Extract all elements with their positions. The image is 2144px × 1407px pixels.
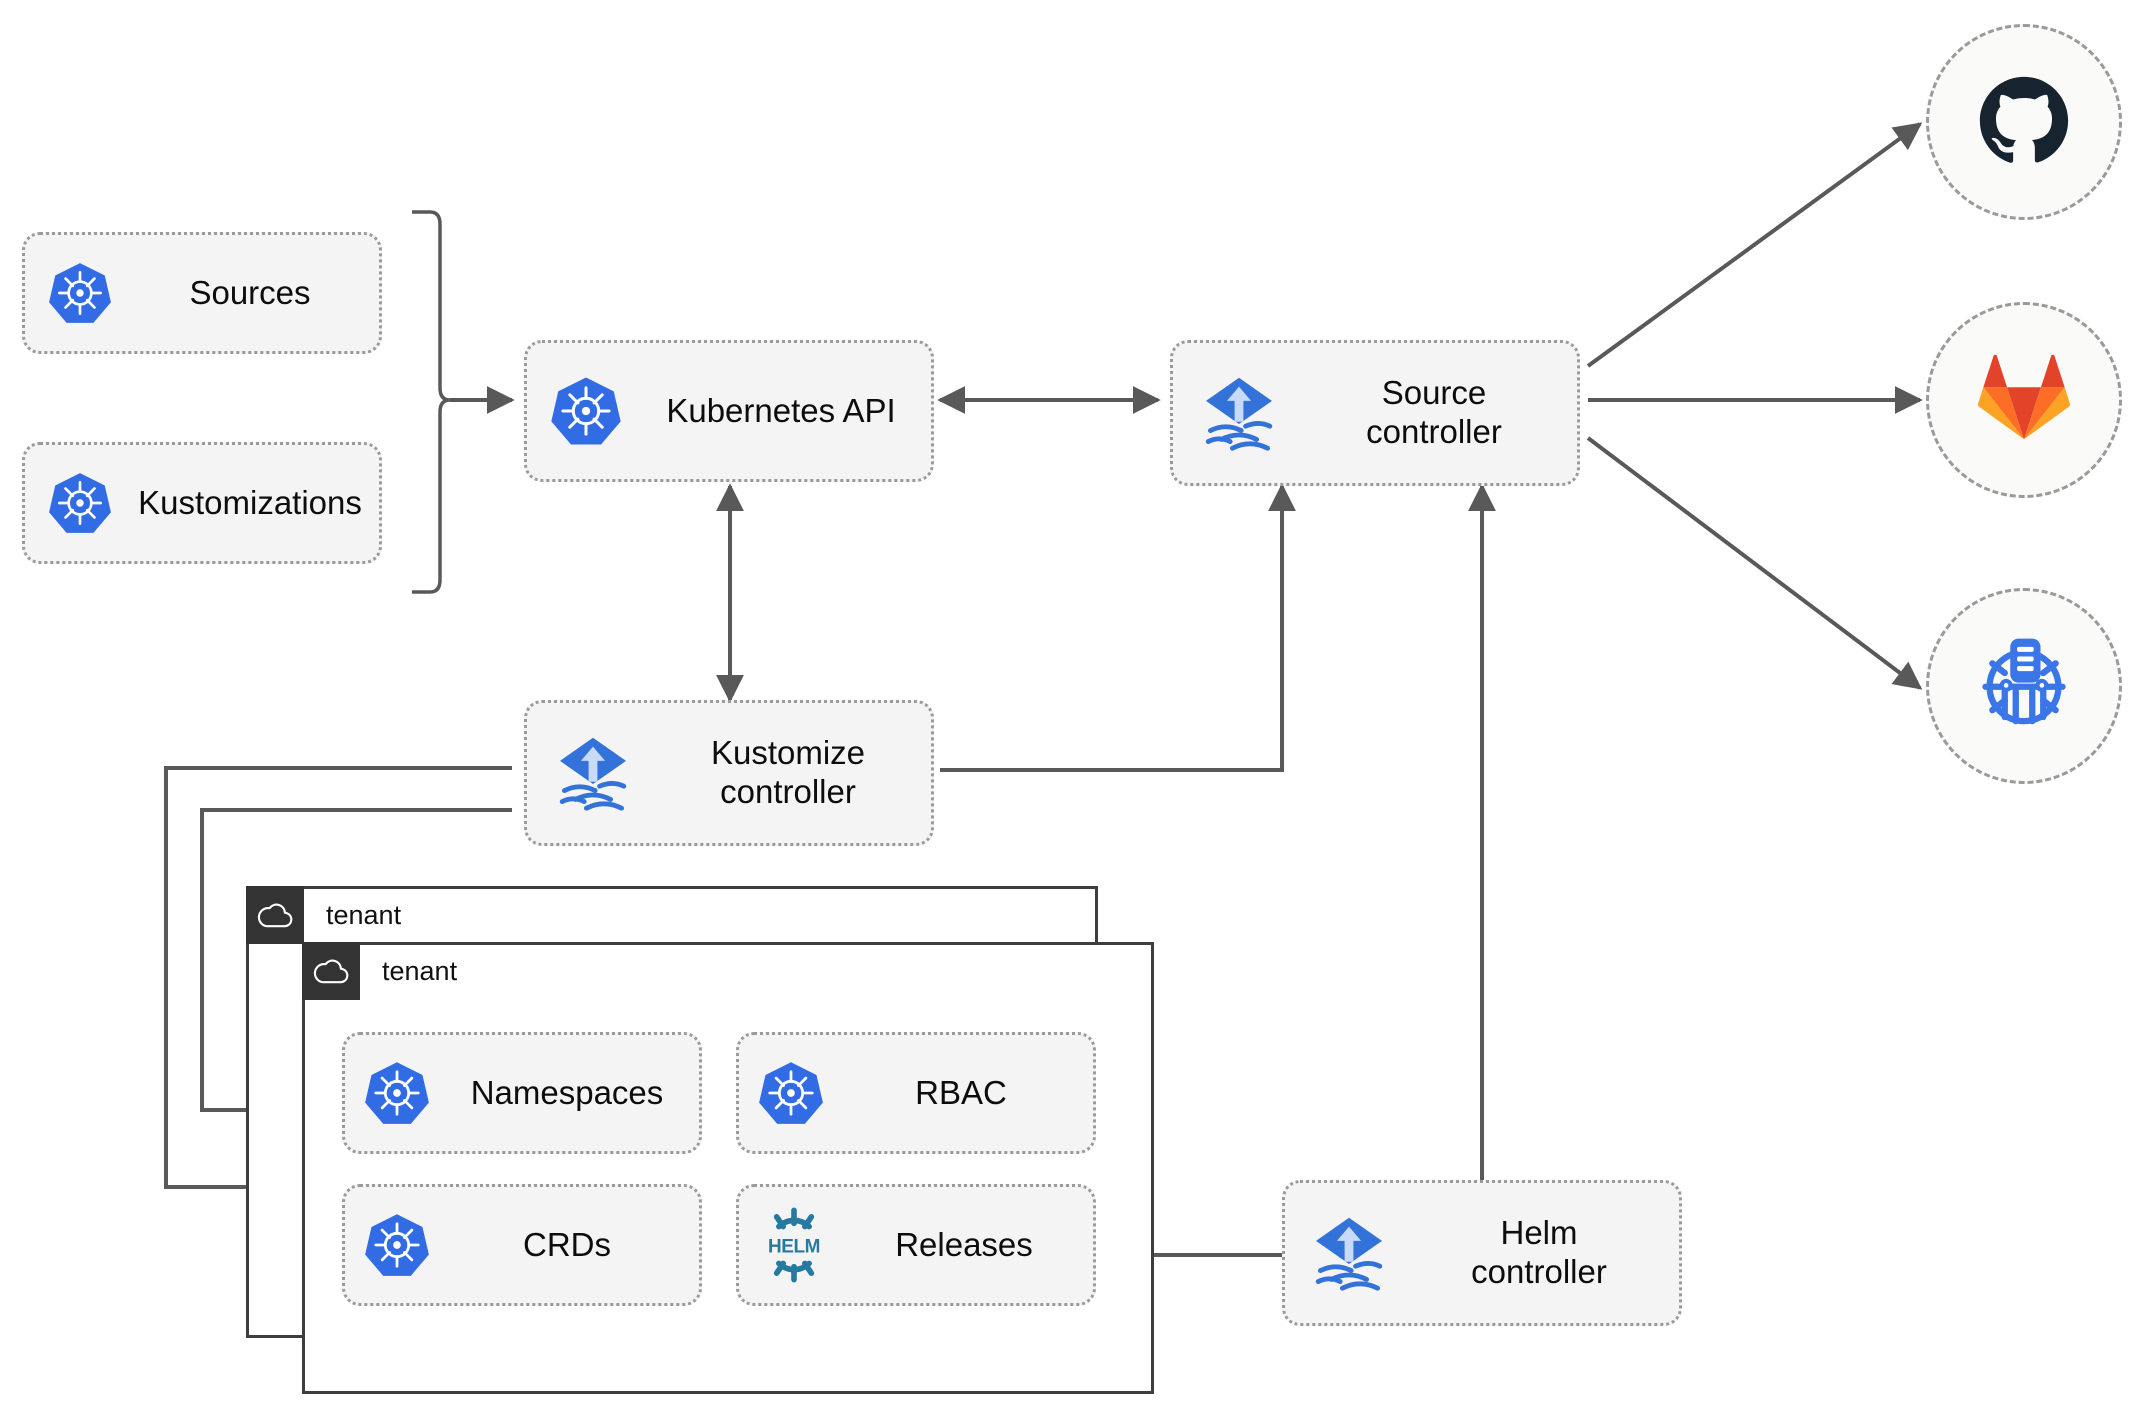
node-kustomize-controller[interactable]: Kustomize controller (524, 700, 934, 846)
edge-source-helmrepo (1586, 436, 1923, 690)
tenant-header-outer: tenant (246, 886, 401, 944)
node-label: Kubernetes API (666, 391, 896, 429)
node-label: Source controller (1366, 374, 1502, 450)
kubernetes-icon (527, 374, 645, 448)
node-label: Sources (189, 273, 311, 311)
gitlab-icon (1976, 352, 2072, 449)
edge-kustomize-sourcecontroller (940, 483, 1296, 772)
node-releases[interactable]: HELM Releases (736, 1184, 1096, 1306)
edge-source-github (1586, 122, 1923, 368)
cloud-icon (302, 942, 360, 1000)
tenant-header-inner: tenant (302, 942, 457, 1000)
helm-icon: HELM (739, 1206, 849, 1284)
tenant-label-outer: tenant (326, 899, 402, 930)
node-kustomizations[interactable]: Kustomizations (22, 442, 382, 564)
node-sources[interactable]: Sources (22, 232, 382, 354)
kubernetes-icon (345, 1059, 449, 1127)
node-label: Releases (895, 1225, 1033, 1263)
flux-icon (1173, 369, 1305, 457)
provider-gitlab[interactable] (1926, 302, 2122, 498)
helm-repository-icon (1969, 629, 2079, 744)
tenant-label-inner: tenant (382, 955, 458, 986)
node-label: CRDs (523, 1225, 611, 1263)
node-label: Namespaces (470, 1073, 664, 1111)
kubernetes-icon (25, 260, 135, 326)
svg-text:HELM: HELM (768, 1237, 820, 1258)
node-source-controller[interactable]: Source controller (1170, 340, 1580, 486)
tenant-container-inner: tenant (302, 942, 1154, 1394)
provider-github[interactable] (1926, 24, 2122, 220)
kubernetes-icon (739, 1059, 843, 1127)
node-crds[interactable]: CRDs (342, 1184, 702, 1306)
node-label: Kustomize controller (710, 734, 866, 810)
github-icon (1975, 71, 2073, 174)
kubernetes-icon (25, 470, 135, 536)
kubernetes-icon (345, 1211, 449, 1279)
node-kubernetes-api[interactable]: Kubernetes API (524, 340, 934, 482)
node-rbac[interactable]: RBAC (736, 1032, 1096, 1154)
node-label: Kustomizations (138, 483, 362, 521)
node-namespaces[interactable]: Namespaces (342, 1032, 702, 1154)
node-label: RBAC (915, 1073, 1007, 1111)
cloud-icon (246, 886, 304, 944)
flux-icon (1285, 1209, 1413, 1297)
provider-helm-repository[interactable] (1926, 588, 2122, 784)
group-brace (412, 210, 451, 594)
flux-icon (527, 729, 659, 817)
node-helm-controller[interactable]: Helm controller (1282, 1180, 1682, 1326)
node-label: Helm controller (1471, 1214, 1607, 1290)
